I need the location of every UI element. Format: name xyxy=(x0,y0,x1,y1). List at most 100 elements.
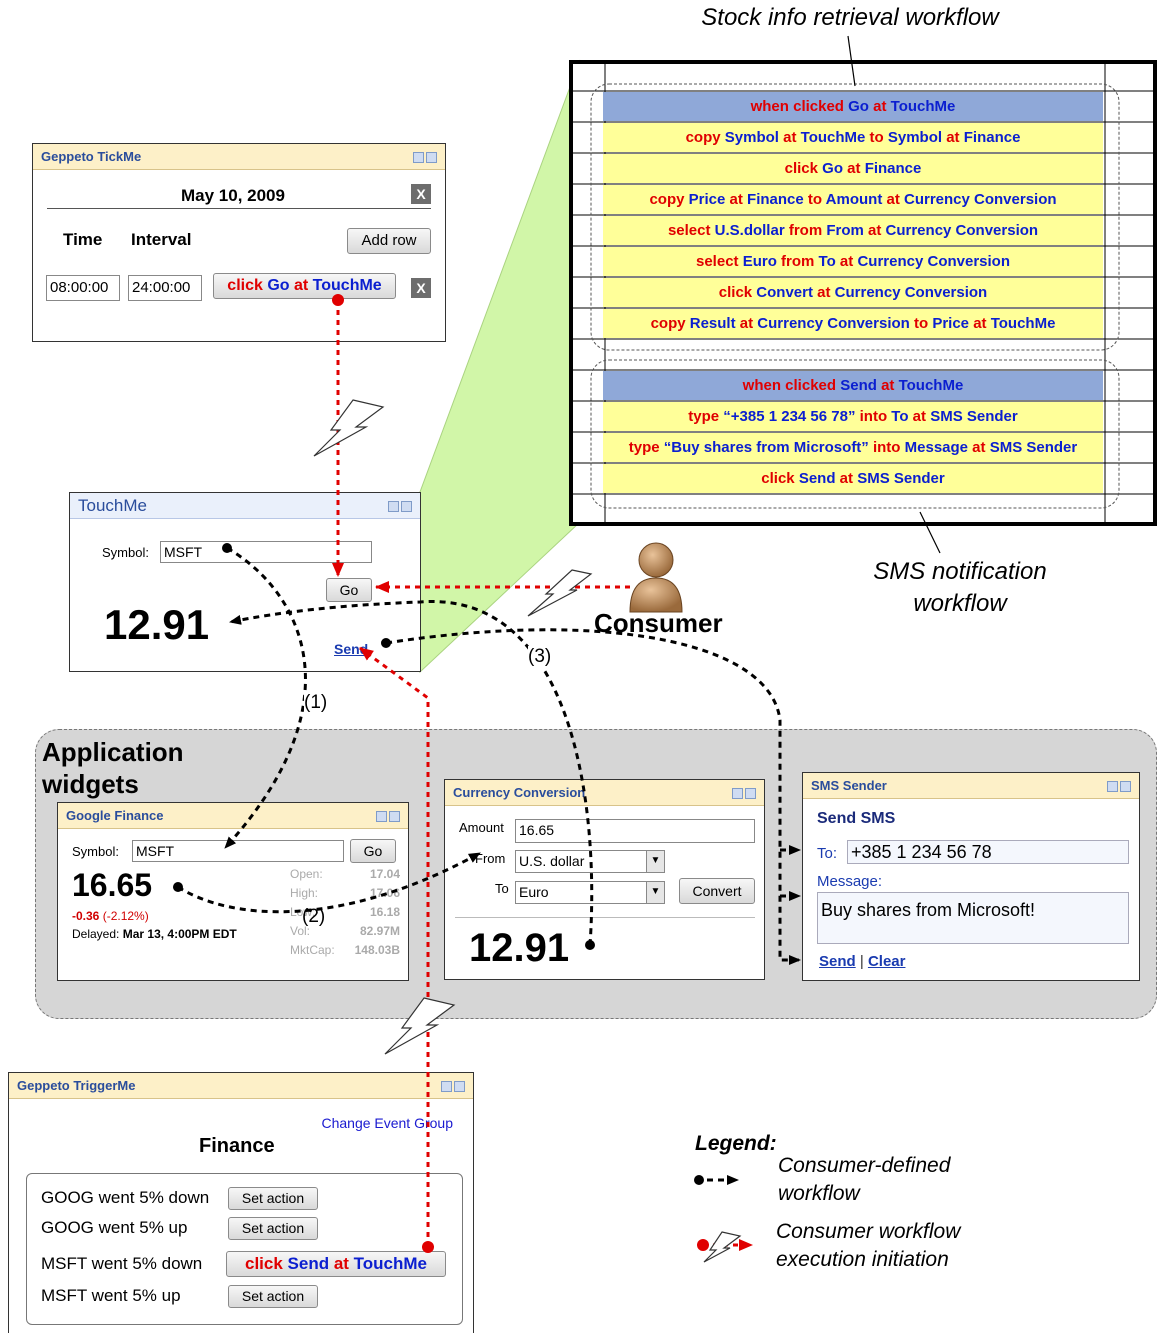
stock-workflow-caption: Stock info retrieval workflow xyxy=(701,4,999,31)
close-date-icon[interactable]: X xyxy=(411,184,431,204)
symbol-input[interactable]: MSFT xyxy=(160,541,372,563)
workflow-keyword: click xyxy=(784,160,823,177)
workflow-operand: Currency Conversion xyxy=(904,191,1057,208)
workflow-keyword: into xyxy=(868,439,905,456)
trigger-event-label: GOOG went 5% up xyxy=(41,1218,188,1237)
triggerme-title: Geppeto TriggerMe xyxy=(9,1073,473,1099)
stat-value: 17.06 xyxy=(369,886,400,900)
tickme-title: Geppeto TickMe xyxy=(33,144,445,170)
action-target: TouchMe xyxy=(312,277,382,294)
workflow-operand: SMS Sender xyxy=(857,470,945,487)
workflow-operand: Symbol xyxy=(724,129,779,146)
sms-heading: Send SMS xyxy=(817,810,896,827)
send-link[interactable]: Send xyxy=(334,641,369,657)
workflow-keyword: at xyxy=(908,408,931,425)
message-label: Message: xyxy=(817,873,883,890)
sms-title: SMS Sender xyxy=(803,773,1139,799)
workflow-operand: TouchMe xyxy=(990,315,1056,332)
add-row-button[interactable]: Add row xyxy=(347,228,431,254)
workflow-keyword: at xyxy=(812,284,835,301)
to-select[interactable]: Euro▼ xyxy=(515,881,665,904)
action-verb: click xyxy=(227,277,268,294)
stat-label: Open: xyxy=(290,867,323,881)
amount-label: Amount xyxy=(459,820,504,835)
step-1-label: (1) xyxy=(304,692,328,714)
workflow-keyword: at xyxy=(843,160,865,177)
msft-down-action-button[interactable]: click Send at TouchMe xyxy=(226,1251,446,1277)
tickme-action-button[interactable]: click Go at TouchMe xyxy=(213,273,396,299)
from-label: From xyxy=(475,851,506,866)
workflow-keyword: at xyxy=(942,129,964,146)
trigger-event-label: MSFT went 5% down xyxy=(41,1254,203,1273)
workflow-operand: Send xyxy=(798,470,836,487)
price-value: 12.91 xyxy=(104,601,210,648)
workflow-operand: Price xyxy=(932,315,970,332)
workflow-operand: To xyxy=(891,408,909,425)
window-controls-icon[interactable] xyxy=(411,150,439,163)
chevron-down-icon: ▼ xyxy=(646,851,664,872)
message-input[interactable]: Buy shares from Microsoft! xyxy=(817,892,1129,944)
workflow-step-row: click Send at SMS Sender xyxy=(603,464,1103,493)
application-widgets-label: Application widgets xyxy=(42,737,184,799)
workflow-keyword: at xyxy=(863,222,886,239)
from-select[interactable]: U.S. dollar▼ xyxy=(515,850,665,873)
workflow-step-row: click Go at Finance xyxy=(603,154,1103,183)
window-controls-icon[interactable] xyxy=(1105,779,1133,792)
finance-widget: Google Finance Symbol: MSFT Go 16.65 -0.… xyxy=(57,802,409,981)
workflow-operand: Go xyxy=(848,98,869,115)
window-controls-icon[interactable] xyxy=(386,499,414,512)
workflow-operand: SMS Sender xyxy=(989,439,1078,456)
workflow-trigger-row: when clicked Go at TouchMe xyxy=(603,92,1103,121)
go-button[interactable]: Go xyxy=(350,839,396,863)
workflow-keyword: copy xyxy=(650,315,690,332)
to-label: To xyxy=(495,881,509,896)
workflow-keyword: copy xyxy=(685,129,725,146)
workflow-operand: TouchMe xyxy=(800,129,866,146)
symbol-input[interactable]: MSFT xyxy=(132,840,344,862)
time-header: Time xyxy=(63,230,103,249)
change-event-group-link[interactable]: Change Event Group xyxy=(321,1115,453,1131)
change-value: -0.36 (-2.12%) xyxy=(72,909,149,923)
workflow-keyword: at xyxy=(835,253,858,270)
window-controls-icon[interactable] xyxy=(730,786,758,799)
workflow-operand: Price xyxy=(688,191,726,208)
set-action-button[interactable]: Set action xyxy=(228,1285,318,1308)
workflow-keyword: when clicked xyxy=(742,377,841,394)
workflow-operand: Currency Conversion xyxy=(885,222,1039,239)
delete-row-icon[interactable]: X xyxy=(411,278,431,298)
time-input[interactable]: 08:00:00 xyxy=(46,275,120,301)
sms-workflow-caption: SMS notification workflow xyxy=(873,558,1047,617)
set-action-button[interactable]: Set action xyxy=(228,1187,318,1210)
workflow-step-row: select U.S.dollar from From at Currency … xyxy=(603,216,1103,245)
amount-input[interactable]: 16.65 xyxy=(515,819,755,843)
to-input[interactable]: +385 1 234 56 78 xyxy=(847,840,1129,864)
window-controls-icon[interactable] xyxy=(439,1079,467,1092)
workflow-operand: Symbol xyxy=(887,129,943,146)
finance-stat-row: High: 17.06 xyxy=(290,886,400,900)
touchme-widget: TouchMe Symbol: MSFT Go 12.91 Send xyxy=(69,492,421,672)
workflow-keyword: at xyxy=(969,315,991,332)
workflow-step-row: select Euro from To at Currency Conversi… xyxy=(603,247,1103,276)
send-link[interactable]: Send xyxy=(819,953,856,970)
sms-links: Send | Clear xyxy=(819,953,905,970)
convert-button[interactable]: Convert xyxy=(679,878,755,904)
workflow-keyword: when clicked xyxy=(750,98,849,115)
go-button[interactable]: Go xyxy=(326,578,372,602)
stat-label: High: xyxy=(290,886,319,900)
workflow-keyword: to xyxy=(909,315,933,332)
divider xyxy=(455,917,755,918)
window-controls-icon[interactable] xyxy=(374,809,402,822)
workflow-keyword: click xyxy=(761,470,799,487)
tickme-widget: Geppeto TickMe May 10, 2009 X Time Inter… xyxy=(32,143,446,342)
workflow-operand: Go xyxy=(822,160,843,177)
stat-value: 148.03B xyxy=(354,943,400,957)
workflow-operand: Finance xyxy=(864,160,922,177)
interval-input[interactable]: 24:00:00 xyxy=(128,275,202,301)
workflow-keyword: to xyxy=(865,129,888,146)
symbol-label: Symbol: xyxy=(102,545,149,560)
workflow-operand: TouchMe xyxy=(898,377,964,394)
workflow-step-row: copy Price at Finance to Amount at Curre… xyxy=(603,185,1103,214)
set-action-button[interactable]: Set action xyxy=(228,1217,318,1240)
clear-link[interactable]: Clear xyxy=(867,953,906,970)
